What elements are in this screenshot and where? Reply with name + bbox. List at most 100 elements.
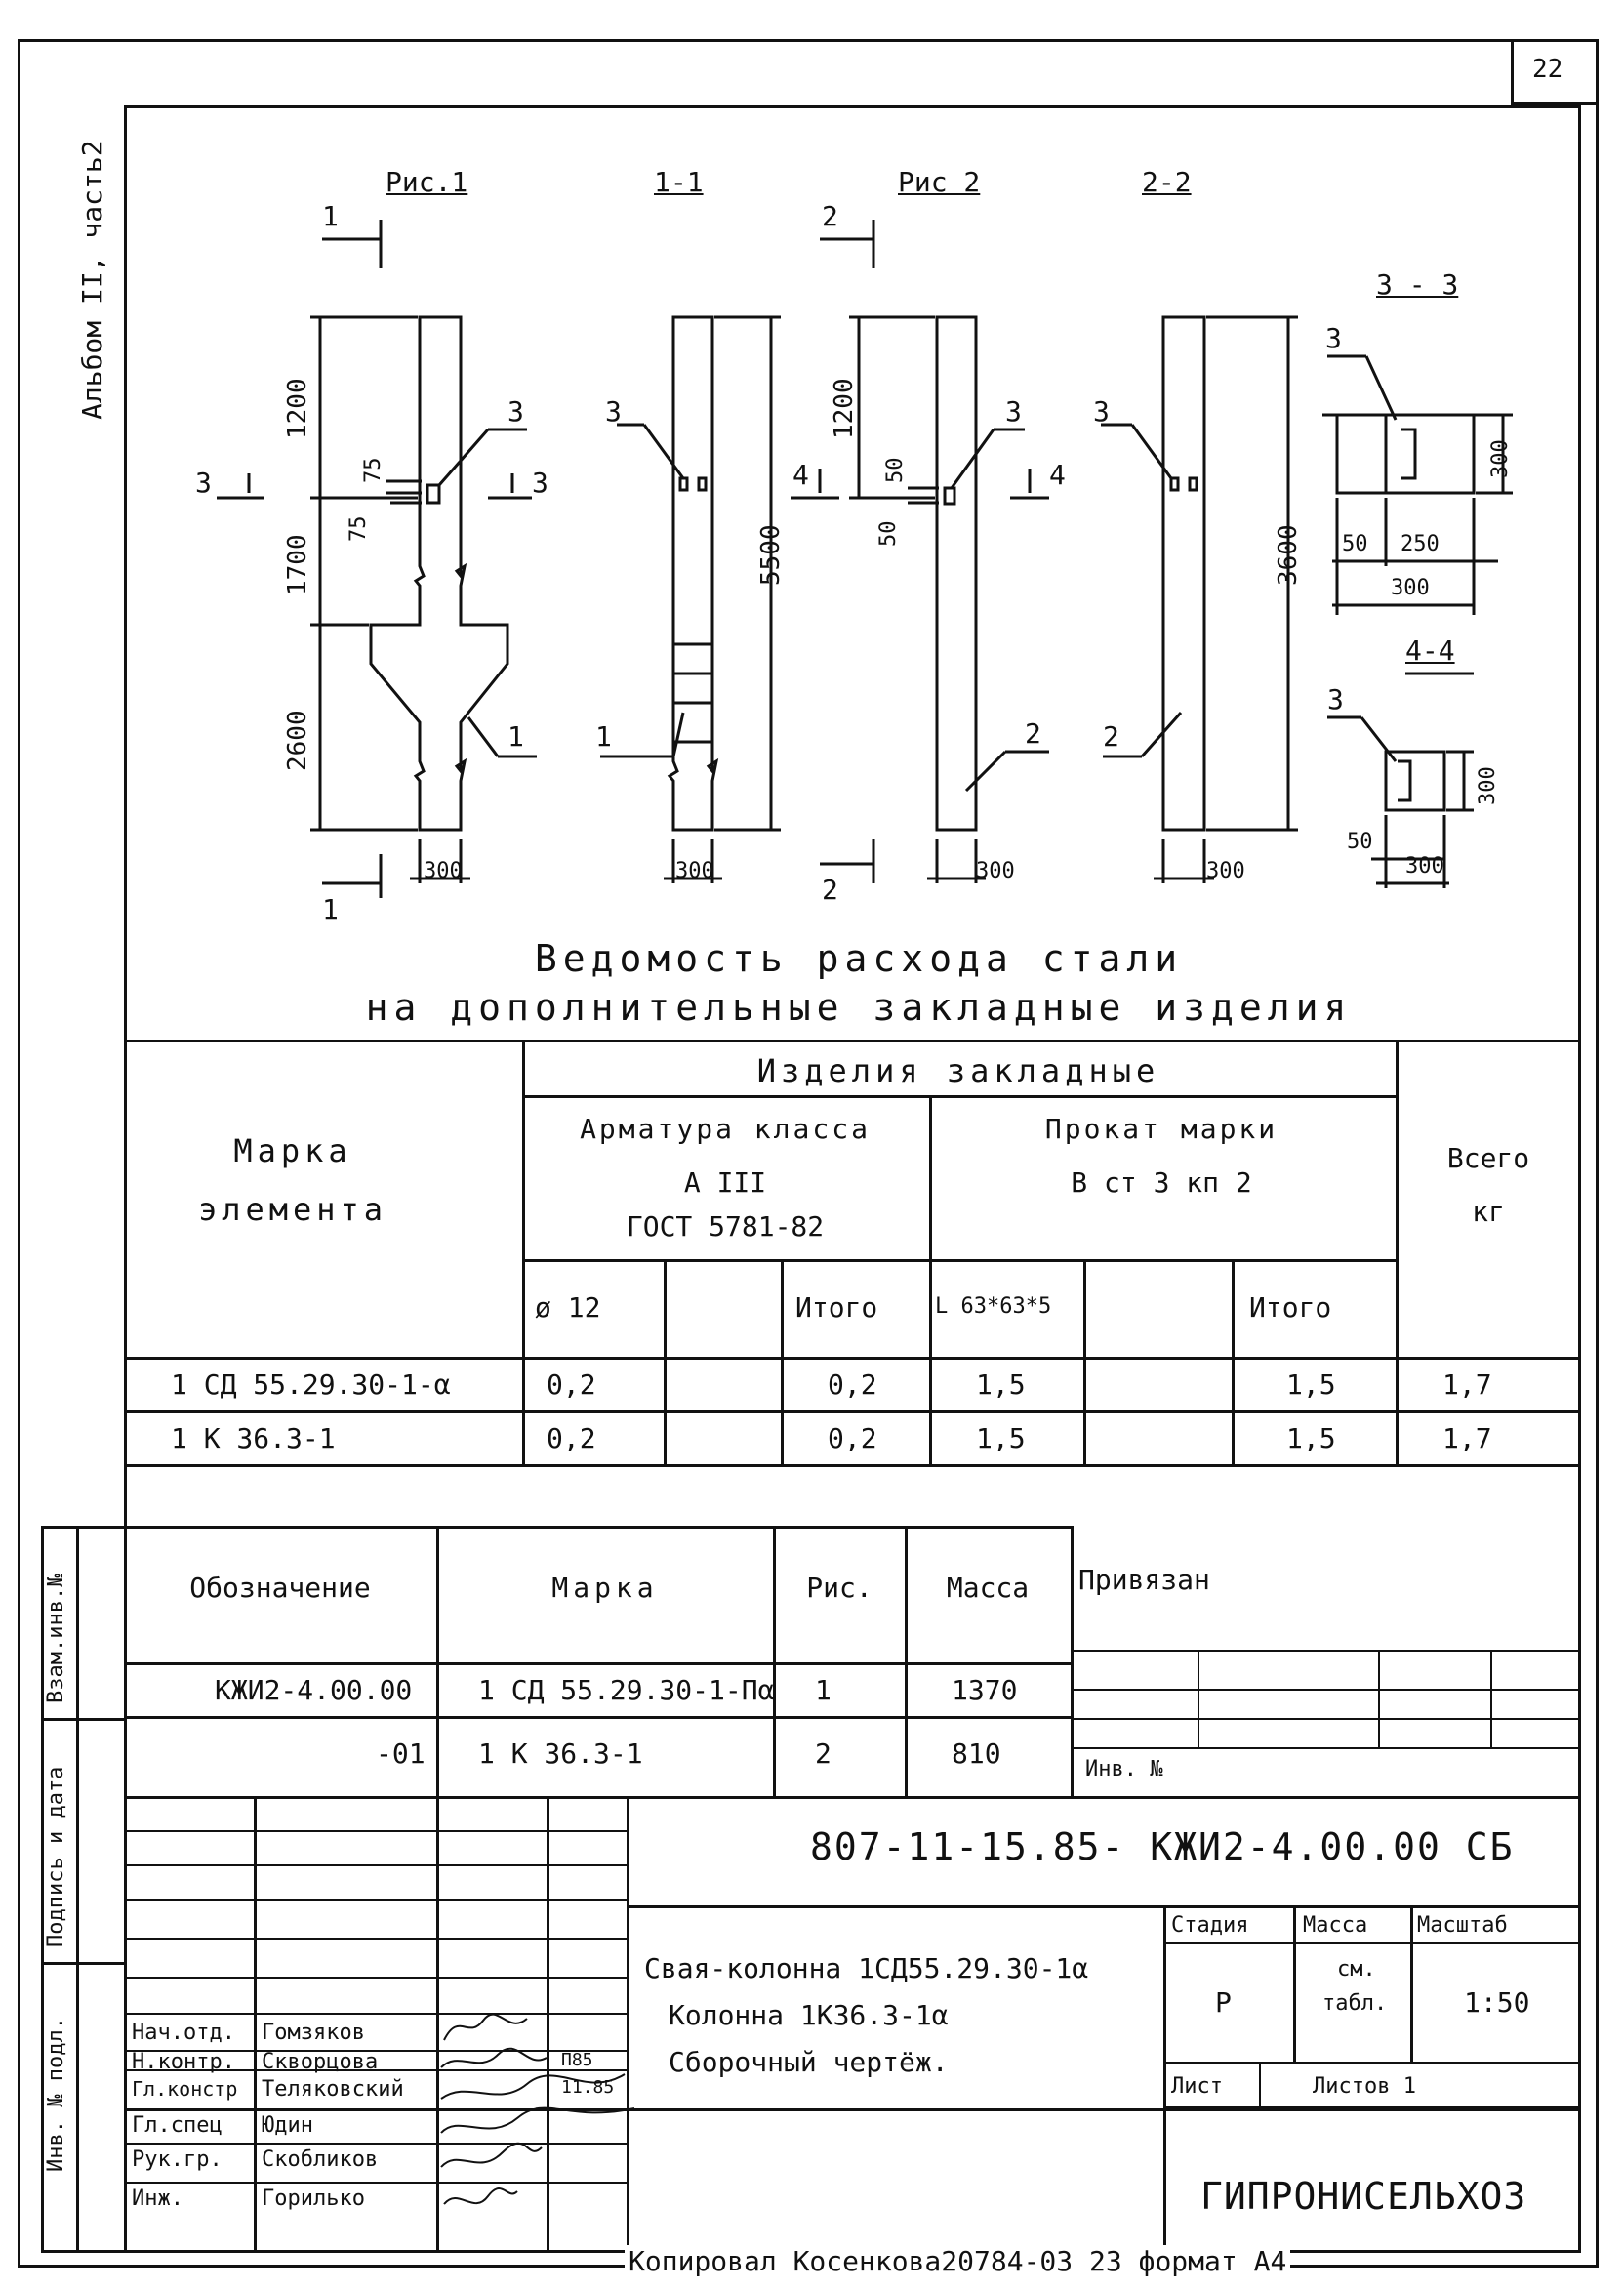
fig2-outline xyxy=(935,315,978,832)
signer-5-name: Скобликов xyxy=(262,2147,379,2172)
steel-rolled-header-2: В ст 3 кп 2 xyxy=(1071,1166,1252,1199)
fig1-callout-1: 1 xyxy=(508,720,524,753)
sec33-callout: 3 xyxy=(1325,322,1342,354)
spec-header-mark: Марка xyxy=(551,1572,659,1604)
sec11-dim-300: 300 xyxy=(675,859,714,883)
spec-linked-label: Привязан xyxy=(1078,1564,1210,1596)
spec-inv-label: Инв. № xyxy=(1085,1757,1163,1781)
spec-header-fig: Рис. xyxy=(806,1572,873,1604)
signer-4-role: Гл.спец xyxy=(132,2113,223,2138)
stage-value: Р xyxy=(1215,1986,1232,2019)
mass-value-1: см. xyxy=(1337,1957,1376,1982)
scale-label: Масштаб xyxy=(1417,1913,1508,1938)
spec-row1-mass: 1370 xyxy=(952,1674,1018,1706)
fig2-mark-2-top: 2 xyxy=(822,200,838,232)
fig2-title: Рис 2 xyxy=(898,166,981,198)
steel-rebar-header-2: А III xyxy=(683,1166,767,1199)
steel-row2-total2: 1,5 xyxy=(1286,1422,1336,1454)
steel-sub-total2: Итого xyxy=(1249,1291,1332,1324)
spec-header-mass: Масса xyxy=(946,1572,1030,1604)
sec22-outline xyxy=(1161,315,1206,832)
steel-group-header: Изделия закладные xyxy=(756,1052,1160,1089)
sec4-mark-right: 4 xyxy=(1049,459,1066,491)
spec-row2-mass: 810 xyxy=(952,1737,1001,1770)
steel-row2-d12: 0,2 xyxy=(547,1422,596,1454)
fig1-mark-3-right: 3 xyxy=(532,467,548,499)
side-stamp-inv-podl: Инв. № подл. xyxy=(44,2017,68,2172)
signer-1-role: Нач.отд. xyxy=(132,2021,235,2045)
fig1-callout-3: 3 xyxy=(508,395,524,428)
drawing-name-line1: Свая-колонна 1СД55.29.30-1α xyxy=(644,1952,1089,1984)
drawing-name-line2: Колонна 1К36.3-1α xyxy=(669,1999,949,2031)
steel-row2-all: 1,7 xyxy=(1442,1422,1492,1454)
steel-table-title-line2: на дополнительные закладные изделия xyxy=(365,986,1353,1029)
steel-col-mark-line2: элемента xyxy=(197,1191,388,1228)
steel-rebar-header-3: ГОСТ 5781-82 xyxy=(626,1210,825,1243)
fig1-title: Рис.1 xyxy=(386,166,468,198)
steel-row1-d12: 0,2 xyxy=(547,1369,596,1401)
sec44-title: 4-4 xyxy=(1405,634,1455,667)
drawing-code: 807-11-15.85- КЖИ2-4.00.00 СБ xyxy=(810,1825,1515,1868)
spec-row1-mark: 1 СД 55.29.30-1-Пα xyxy=(478,1674,775,1706)
steel-rolled-header-1: Прокат марки xyxy=(1044,1113,1279,1145)
signer-5-role: Рук.гр. xyxy=(132,2147,223,2172)
sheets-label: Листов 1 xyxy=(1313,2074,1416,2099)
side-stamp-sign-date: Подпись и дата xyxy=(44,1766,68,1947)
steel-col-mark-line1: Марка xyxy=(233,1132,352,1169)
signer-2-name: Скворцова xyxy=(262,2050,379,2074)
sec44-outline xyxy=(1384,750,1446,812)
spec-header-designation: Обозначение xyxy=(189,1572,371,1604)
fig1-outline xyxy=(369,315,509,832)
fig1-mark-3-left: 3 xyxy=(195,467,212,499)
sec4-mark-left: 4 xyxy=(792,459,809,491)
sec11-title: 1-1 xyxy=(654,166,704,198)
steel-row1-mark: 1 СД 55.29.30-1-α xyxy=(171,1369,451,1401)
sec22-dim-300: 300 xyxy=(1206,859,1245,883)
sec22-callout-3: 3 xyxy=(1093,395,1110,428)
steel-row1-angle: 1,5 xyxy=(976,1369,1026,1401)
sheet-col-line xyxy=(1259,2062,1261,2106)
steel-row2-total1: 0,2 xyxy=(828,1422,877,1454)
org-name: ГИПРОНИСЕЛЬХОЗ xyxy=(1200,2175,1527,2218)
sec44-dim-300h: 300 xyxy=(1405,854,1444,879)
sheet-row-line xyxy=(1163,2106,1581,2108)
spec-row1-fig: 1 xyxy=(815,1674,832,1706)
sec33-dim-50: 50 xyxy=(1342,532,1368,556)
spec-row1-designation: КЖИ2-4.00.00 xyxy=(215,1674,413,1706)
steel-row1-all: 1,7 xyxy=(1442,1369,1492,1401)
sec22-callout-2: 2 xyxy=(1103,720,1119,753)
stage-label: Стадия xyxy=(1171,1913,1249,1938)
sec44-dim-50: 50 xyxy=(1347,830,1373,854)
mass-label: Масса xyxy=(1303,1913,1368,1938)
mass-value-2: табл. xyxy=(1322,1991,1388,2016)
signer-2-date: П85 xyxy=(561,2050,593,2070)
sheet-label: Лист xyxy=(1171,2074,1223,2099)
steel-rebar-header-1: Арматура класса xyxy=(580,1113,871,1145)
steel-row2-mark: 1 К 36.3-1 xyxy=(171,1422,336,1454)
footer-copy: Копировал Косенкова20784-03 23 формат А4 xyxy=(625,2245,1291,2277)
signer-3-name: Теляковский xyxy=(262,2077,404,2102)
fig1-dim-300: 300 xyxy=(424,859,463,883)
scale-value: 1:50 xyxy=(1464,1986,1530,2019)
fig1-mark-1-bottom: 1 xyxy=(322,893,339,925)
spec-row2-designation: -01 xyxy=(376,1737,426,1770)
spec-row2-mark: 1 К 36.3-1 xyxy=(478,1737,643,1770)
sec33-dim-300h: 300 xyxy=(1391,576,1430,600)
signer-1-name: Гомзяков xyxy=(262,2021,365,2045)
steel-row1-total2: 1,5 xyxy=(1286,1369,1336,1401)
steel-sub-d12: ø 12 xyxy=(535,1291,601,1324)
fig2-callout-3: 3 xyxy=(1005,395,1022,428)
sec33-title: 3 - 3 xyxy=(1376,268,1459,301)
steel-sub-angle: L 63*63*5 xyxy=(935,1294,1052,1319)
drawing-name-line3: Сборочный чертёж. xyxy=(669,2046,949,2078)
signer-6-name: Горилько xyxy=(262,2187,365,2211)
steel-total-header-1: Всего xyxy=(1446,1142,1530,1174)
side-stamp-vzam: Взам.инв.№ xyxy=(44,1574,68,1703)
sec33-dim-250: 250 xyxy=(1401,532,1440,556)
signer-6-role: Инж. xyxy=(132,2187,183,2211)
steel-row1-total1: 0,2 xyxy=(828,1369,877,1401)
steel-row2-angle: 1,5 xyxy=(976,1422,1026,1454)
sheet-number: 22 xyxy=(1532,55,1563,84)
steel-total-header-2: кг xyxy=(1472,1196,1505,1228)
